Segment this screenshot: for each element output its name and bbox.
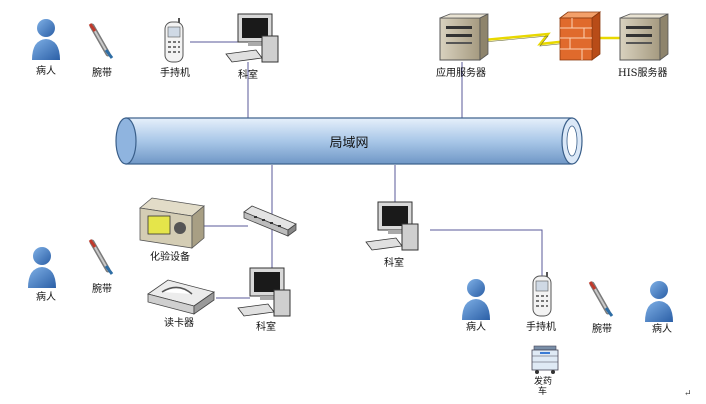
computer-icon <box>225 13 279 63</box>
wristband-label: 腕带 <box>92 284 112 295</box>
computer-icon <box>237 267 291 317</box>
handheld-label: 手持机 <box>160 68 190 79</box>
person-icon <box>645 281 673 322</box>
patient-label: 病人 <box>36 66 56 77</box>
computer-icon <box>365 201 419 251</box>
office-label: 科室 <box>238 70 258 81</box>
wristband-label: 腕带 <box>92 68 112 79</box>
app-server-icon <box>439 13 489 61</box>
person-icon <box>462 279 490 320</box>
wristband-label: 腕带 <box>592 324 612 335</box>
patient-label: 病人 <box>466 322 486 333</box>
patient-label: 病人 <box>36 292 56 303</box>
paragraph-mark: ↵ <box>684 389 692 399</box>
switch-icon <box>243 205 297 237</box>
card-reader-label: 读卡器 <box>164 318 194 329</box>
connection-lines <box>190 41 543 299</box>
wristband-icon <box>88 23 114 59</box>
medicine-cart-label-line1: 发药 <box>534 377 553 387</box>
lab-device-label: 化验设备 <box>150 252 190 263</box>
person-icon <box>32 19 60 60</box>
patient-label: 病人 <box>652 324 672 335</box>
medicine-cart-icon <box>531 345 559 374</box>
lan-label: 局域网 <box>329 136 369 151</box>
office-label: 科室 <box>256 322 276 333</box>
his-server-icon <box>619 13 669 61</box>
wristband-icon <box>88 239 114 275</box>
lab-device-icon <box>139 197 205 249</box>
server-links <box>483 32 624 46</box>
card-reader-icon <box>147 279 215 315</box>
wristband-icon <box>588 281 614 317</box>
app-server-label: 应用服务器 <box>436 68 486 79</box>
handheld-label: 手持机 <box>526 322 556 333</box>
link-right-office-handheld <box>430 229 543 278</box>
firewall-icon <box>558 11 602 61</box>
person-icon <box>28 247 56 288</box>
office-label: 科室 <box>384 258 404 269</box>
lan-pipe <box>115 117 583 165</box>
his-server-label: HIS服务器 <box>618 68 668 79</box>
medicine-cart-label-line2: 车 <box>538 387 548 397</box>
handheld-icon <box>532 272 552 317</box>
handheld-icon <box>164 18 184 63</box>
